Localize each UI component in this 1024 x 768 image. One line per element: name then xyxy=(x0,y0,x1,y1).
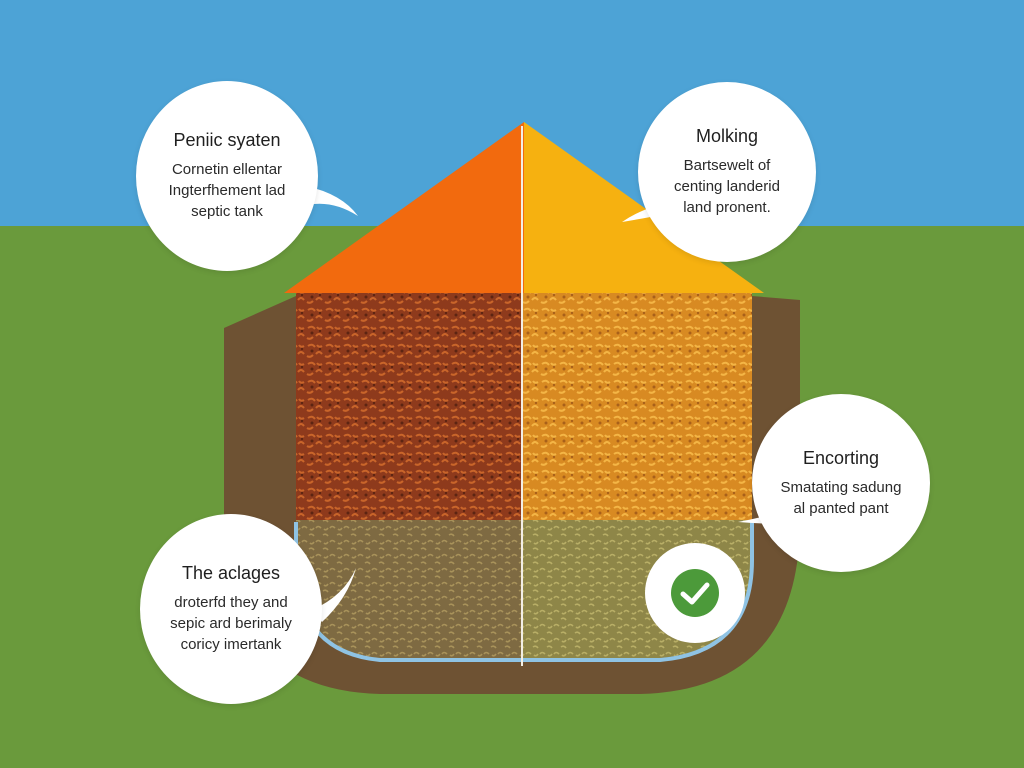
callout-line: Bartsewelt of xyxy=(683,157,771,174)
topsoil-layer-left xyxy=(296,293,522,520)
callout-line: Cornetin ellentar xyxy=(171,161,283,178)
callout-line: Smatating sadung xyxy=(780,478,902,496)
callout-title: Molking xyxy=(695,126,759,146)
roof-left-panel xyxy=(284,122,524,293)
callout-line: droterfd they and xyxy=(174,594,288,611)
callout-tail-4 xyxy=(312,568,356,622)
topsoil-layer-right xyxy=(522,293,752,520)
callout-line: centing landerid xyxy=(674,178,780,195)
callout-title: The aclages xyxy=(181,563,281,583)
callout-line: land pronent. xyxy=(683,199,771,216)
callout-line: al panted pant xyxy=(793,499,889,517)
callout-peniic-syaten: Peniic syaten Cornetin ellentar Ingterfh… xyxy=(136,81,318,271)
gravel-bed-left xyxy=(296,520,522,658)
callout-line: coricy imertank xyxy=(180,636,282,653)
checkmark-icon xyxy=(671,569,719,617)
callout-tail-1 xyxy=(306,186,358,216)
callout-line: septic tank xyxy=(191,203,263,220)
check-badge xyxy=(645,543,745,643)
callout-line: Ingterfhement lad xyxy=(168,182,286,199)
callout-title: Encorting xyxy=(802,447,880,468)
callout-title: Peniic syaten xyxy=(173,130,281,150)
callout-encorting: Encorting Smatating sadung al panted pan… xyxy=(752,394,930,572)
callout-the-aclages: The aclages droterfd they and sepic ard … xyxy=(140,514,322,704)
callout-line: sepic ard berimaly xyxy=(170,615,292,632)
callout-molking: Molking Bartsewelt of centing landerid l… xyxy=(638,82,816,262)
